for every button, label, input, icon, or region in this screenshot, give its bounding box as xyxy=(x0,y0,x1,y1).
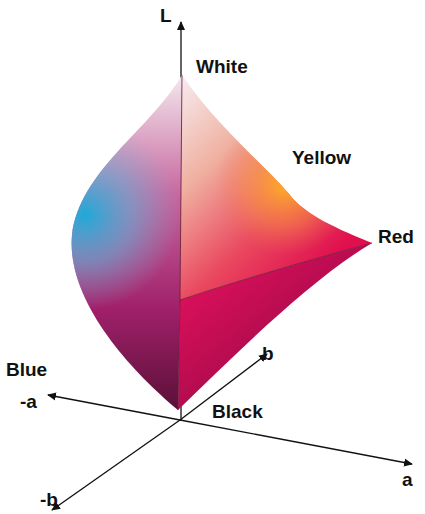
axis-label: L xyxy=(160,6,172,25)
yellow-region xyxy=(180,75,372,300)
corner-label: Red xyxy=(378,227,414,246)
axis-label: -a xyxy=(20,392,37,411)
top-face xyxy=(180,75,372,300)
corner-label: Black xyxy=(212,402,263,421)
solid-edges xyxy=(178,75,372,410)
axis-label: b xyxy=(262,344,274,363)
left-face xyxy=(72,75,182,410)
corner-label: Yellow xyxy=(292,148,351,167)
minus-a-axis xyxy=(48,395,180,420)
cyan-region xyxy=(72,75,182,410)
minus-b-axis xyxy=(52,420,180,510)
corner-label: White xyxy=(196,57,248,76)
b-axis xyxy=(180,354,267,420)
axis-label: -b xyxy=(40,490,58,509)
axis-label: a xyxy=(402,470,413,489)
color-label: Blue xyxy=(6,360,47,379)
a-axis xyxy=(180,420,412,464)
